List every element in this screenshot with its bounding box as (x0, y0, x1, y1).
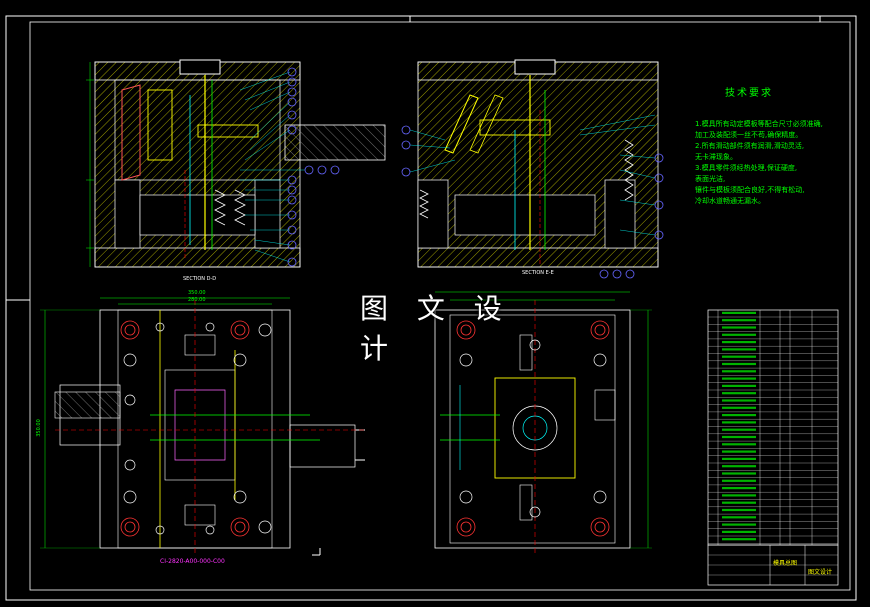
parts-list-cell-mark (722, 341, 756, 344)
watermark: 图 文 设 计 (360, 292, 512, 365)
requirement-line: 1.模具所有动定模板等配合尺寸必须准确, (695, 120, 823, 128)
requirement-line: 加工及装配须一丝不苟,确保精度。 (695, 131, 803, 139)
title-block-company: 图文设计 (808, 569, 833, 576)
parts-list-cell-mark (722, 355, 756, 358)
requirement-line: 3.模具零件须经热处理,保证硬度, (695, 164, 798, 172)
parts-list-cell-mark (722, 406, 756, 409)
requirement-line: 无卡滞现象。 (695, 153, 737, 161)
dimension-plan-height: 350.00 (35, 419, 42, 437)
requirement-line: 镶件与模板须配合良好,不得有松动, (695, 186, 805, 194)
parts-list-cell-mark (722, 516, 756, 519)
technical-requirements-title: 技术要求 (725, 88, 773, 99)
parts-list-cell-mark (722, 362, 756, 366)
parts-list-cell-mark (722, 508, 756, 512)
title-block-drawing-name: 模具总图 (773, 560, 798, 567)
parts-list-cell-mark (722, 435, 756, 439)
parts-list-cell-mark (722, 494, 756, 497)
section-label-left: SECTION D-D (183, 276, 217, 282)
parts-list-cell-mark (722, 487, 756, 490)
parts-list-cell-mark (722, 538, 756, 541)
parts-list-cell-mark (722, 428, 756, 431)
parts-list-cell-mark (722, 523, 756, 526)
parts-list-cell-mark (722, 384, 756, 387)
left-plan-view (40, 297, 365, 556)
parts-list-cell-mark (722, 450, 756, 453)
requirement-line: 冷却水道畅通无漏水。 (695, 197, 765, 205)
parts-list-cell-mark (722, 326, 756, 329)
parts-list-cell-mark (722, 530, 756, 533)
technical-requirements-list: 1.模具所有动定模板等配合尺寸必须准确, 加工及装配须一丝不苟,确保精度。 2.… (695, 119, 825, 207)
left-section-view (86, 59, 386, 268)
parts-list-cell-mark (722, 465, 756, 468)
parts-list-cell-mark (722, 319, 756, 322)
section-label-right: SECTION E-E (522, 270, 554, 276)
right-plan-view (434, 291, 652, 555)
parts-list-cell-mark (722, 443, 756, 446)
parts-list-cell-mark (722, 348, 756, 351)
parts-list-cell-mark (722, 421, 756, 424)
parts-list-cell-mark (722, 479, 756, 482)
sheet-outer-border (5, 15, 857, 601)
requirement-line: 2.所有滑动部件须有润滑,滑动灵活, (695, 142, 805, 150)
parts-list-cell-mark (722, 311, 756, 314)
parts-list-cell-mark (722, 377, 756, 380)
drawing-number: CI-2820-A00-000-C00 (160, 558, 225, 565)
parts-list-table (707, 309, 839, 586)
dimension-plan-inner: 280.00 (188, 297, 206, 303)
parts-list-cell-mark (722, 370, 756, 373)
right-section-view (401, 59, 664, 279)
parts-list-cell-mark (722, 333, 756, 336)
dimension-plan-width: 350.00 (188, 290, 206, 296)
parts-list-cell-mark (722, 457, 756, 460)
parts-list-cell-mark (722, 414, 756, 417)
requirement-line: 表面光洁, (695, 175, 726, 183)
parts-list-cell-mark (722, 392, 756, 395)
parts-list-cell-mark (722, 399, 756, 402)
parts-list-cell-mark (722, 501, 756, 504)
parts-list-cell-mark (722, 472, 756, 475)
sheet-inner-border (29, 21, 851, 591)
